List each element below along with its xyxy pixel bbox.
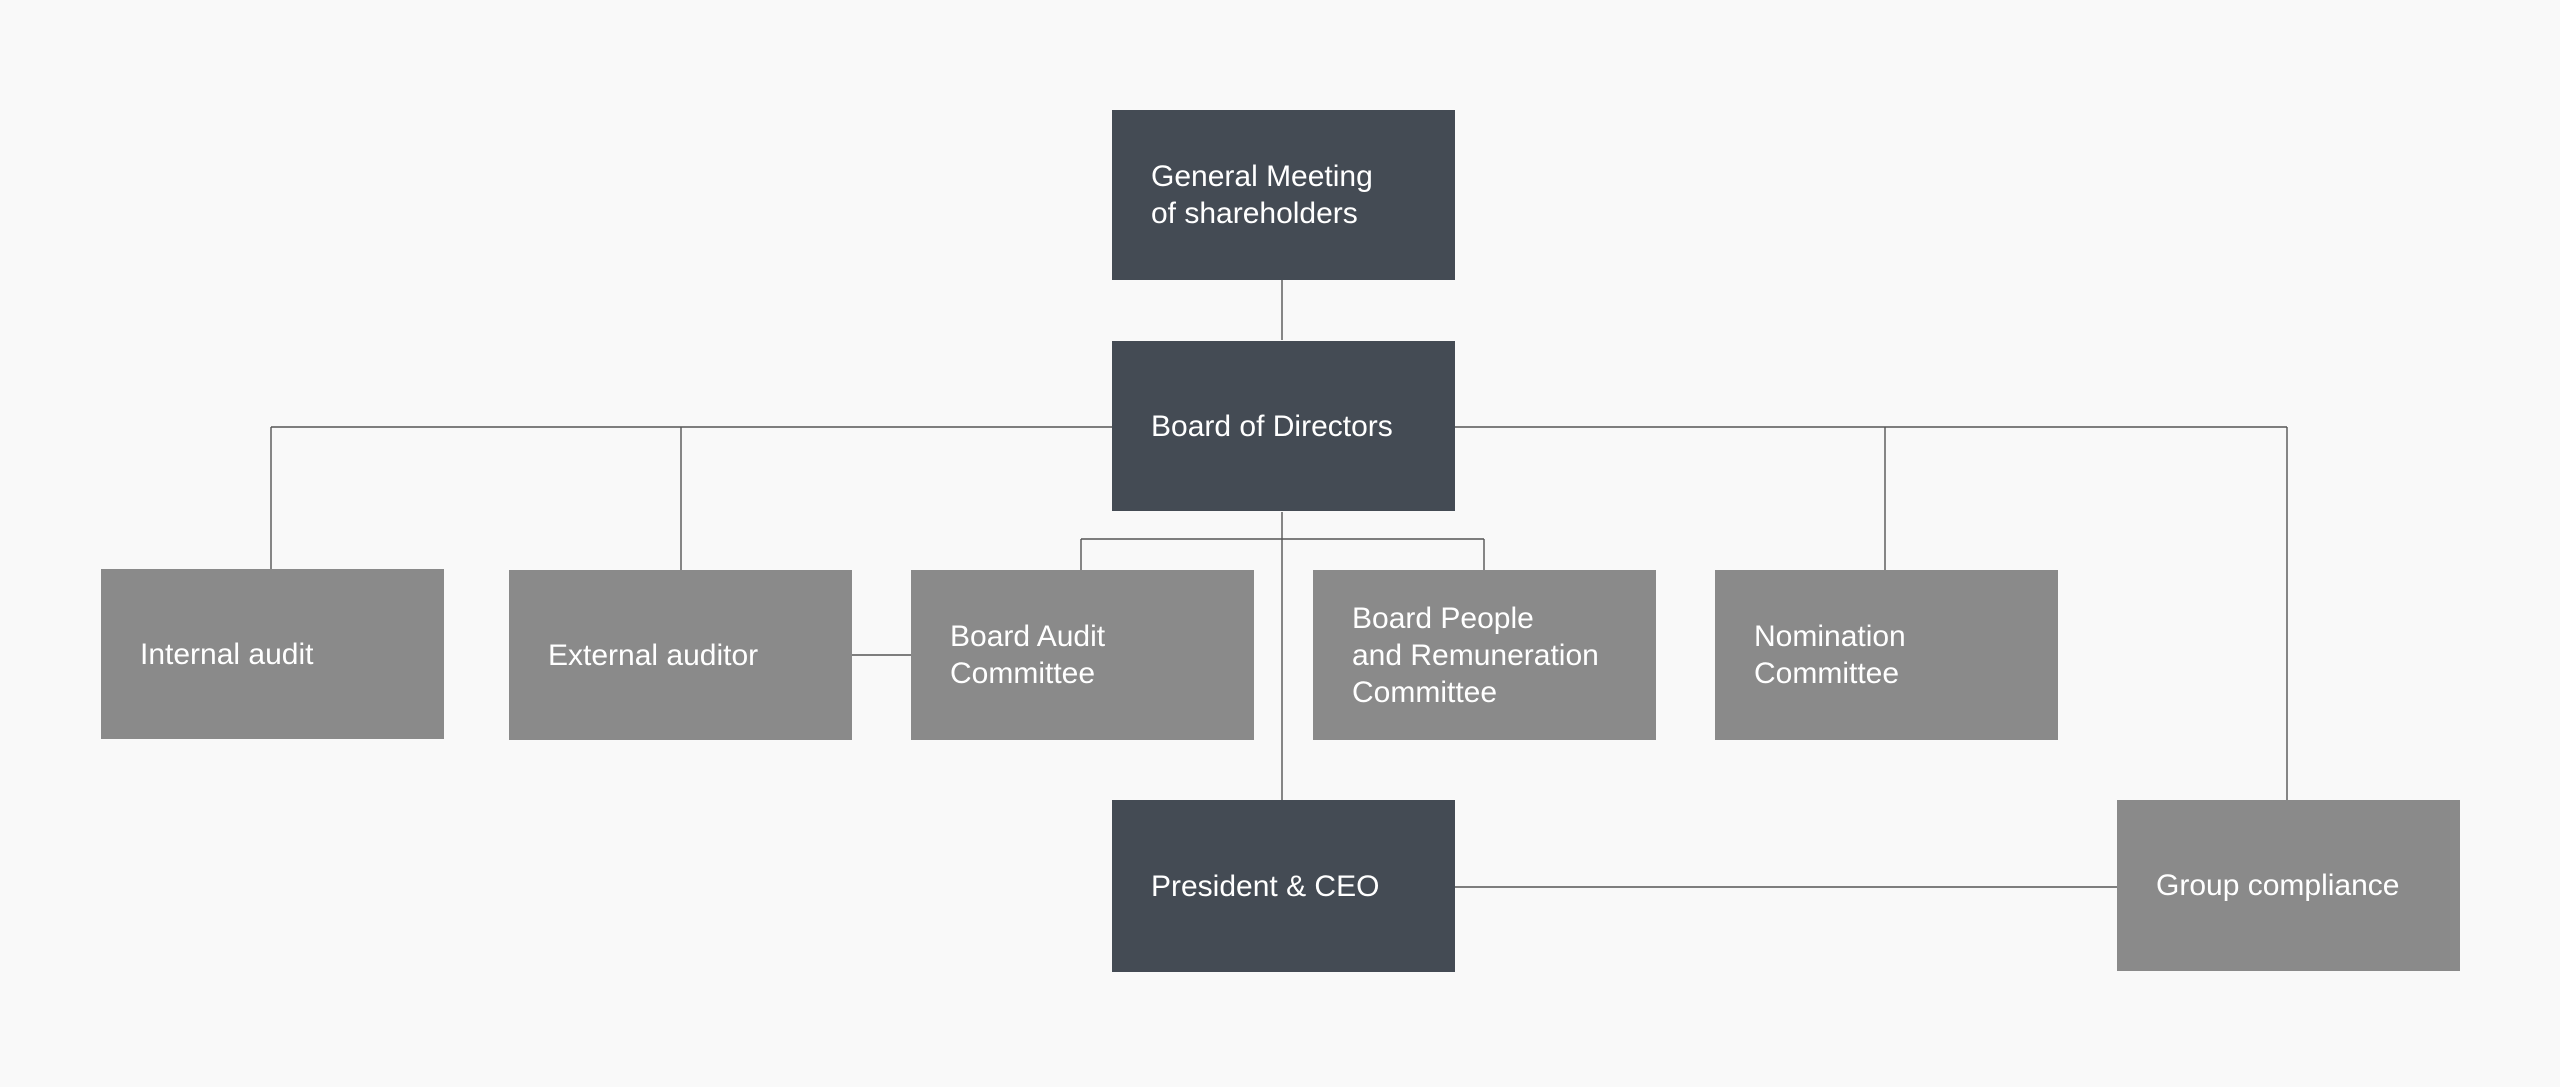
board-people-committee-label: Board People and Remuneration Committee xyxy=(1352,601,1599,709)
external-auditor-label: External auditor xyxy=(548,638,759,672)
board-of-directors-box: Board of Directors xyxy=(1112,341,1455,511)
group-compliance-label: Group compliance xyxy=(2156,869,2400,902)
internal-audit-label: Internal audit xyxy=(140,637,314,671)
internal-audit-box: Internal audit xyxy=(101,569,444,739)
board-of-directors-label: Board of Directors xyxy=(1151,409,1393,443)
general-meeting-label: General Meeting of shareholders xyxy=(1151,160,1373,230)
president-ceo-box: President & CEO xyxy=(1112,800,1455,972)
board-audit-committee-label: Board Audit Committee xyxy=(950,620,1106,690)
nomination-committee-label: Nomination Committee xyxy=(1754,620,1906,690)
board-audit-committee-box: Board Audit Committee xyxy=(911,570,1254,740)
president-ceo-label: President & CEO xyxy=(1151,869,1380,903)
board-people-committee-box: Board People and Remuneration Committee xyxy=(1313,570,1656,740)
nomination-committee-box: Nomination Committee xyxy=(1715,570,2058,740)
group-compliance-box: Group compliance xyxy=(2117,800,2460,971)
general-meeting-box: General Meeting of shareholders xyxy=(1112,110,1455,280)
external-auditor-box: External auditor xyxy=(509,570,852,740)
